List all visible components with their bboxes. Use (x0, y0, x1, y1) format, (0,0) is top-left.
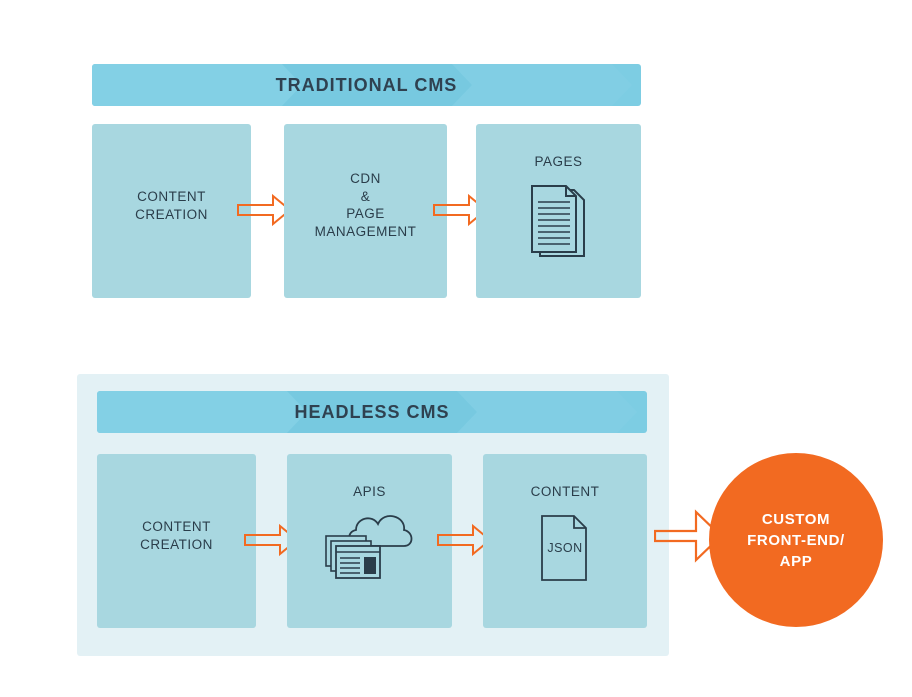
apis-label: APIS (353, 484, 386, 499)
content-json-box: CONTENT JSON (483, 454, 647, 628)
label-line: CREATION (140, 536, 213, 552)
headless-cms-title: HEADLESS CMS (294, 401, 450, 422)
banner-chevron-decoration (92, 64, 632, 106)
arrow-right-icon (654, 509, 723, 563)
headless-content-creation-box: CONTENT CREATION (97, 454, 256, 628)
pages-document-icon (531, 185, 585, 257)
label-line: CONTENT (142, 519, 211, 534)
arrow-right-icon (237, 193, 292, 227)
cdn-page-management-box: CDN & PAGE MANAGEMENT (284, 124, 447, 298)
custom-front-end-app-label: CUSTOM FRONT-END/ APP (747, 509, 845, 572)
pages-box: PAGES (476, 124, 641, 298)
pages-label: PAGES (534, 154, 583, 169)
label-line: CONTENT (137, 189, 206, 204)
apis-box: APIS (287, 454, 452, 628)
label-line: MANAGEMENT (314, 223, 417, 239)
cloud-api-windows-icon (325, 515, 413, 579)
json-file-label: JSON (547, 541, 583, 555)
label-line: & (360, 188, 371, 204)
label-line: CDN (350, 171, 381, 186)
label-line: APP (779, 552, 813, 570)
arrow-right-icon (437, 523, 492, 557)
headless-cms-banner: HEADLESS CMS (97, 391, 647, 433)
label-line: PAGE (346, 206, 385, 221)
label-line: FRONT-END/ (747, 531, 845, 549)
json-file-icon (541, 515, 587, 581)
traditional-content-creation-label: CONTENT CREATION (92, 188, 251, 223)
traditional-cms-banner: TRADITIONAL CMS (92, 64, 641, 106)
cdn-page-management-label: CDN & PAGE MANAGEMENT (284, 170, 447, 240)
headless-content-creation-label: CONTENT CREATION (97, 518, 256, 553)
custom-front-end-app-circle: CUSTOM FRONT-END/ APP (709, 453, 883, 627)
label-line: CREATION (135, 206, 208, 222)
label-line: CUSTOM (761, 510, 831, 528)
traditional-content-creation-box: CONTENT CREATION (92, 124, 251, 298)
banner-chevron-decoration (97, 391, 637, 433)
content-label: CONTENT (530, 484, 600, 499)
traditional-cms-title: TRADITIONAL CMS (275, 74, 458, 95)
